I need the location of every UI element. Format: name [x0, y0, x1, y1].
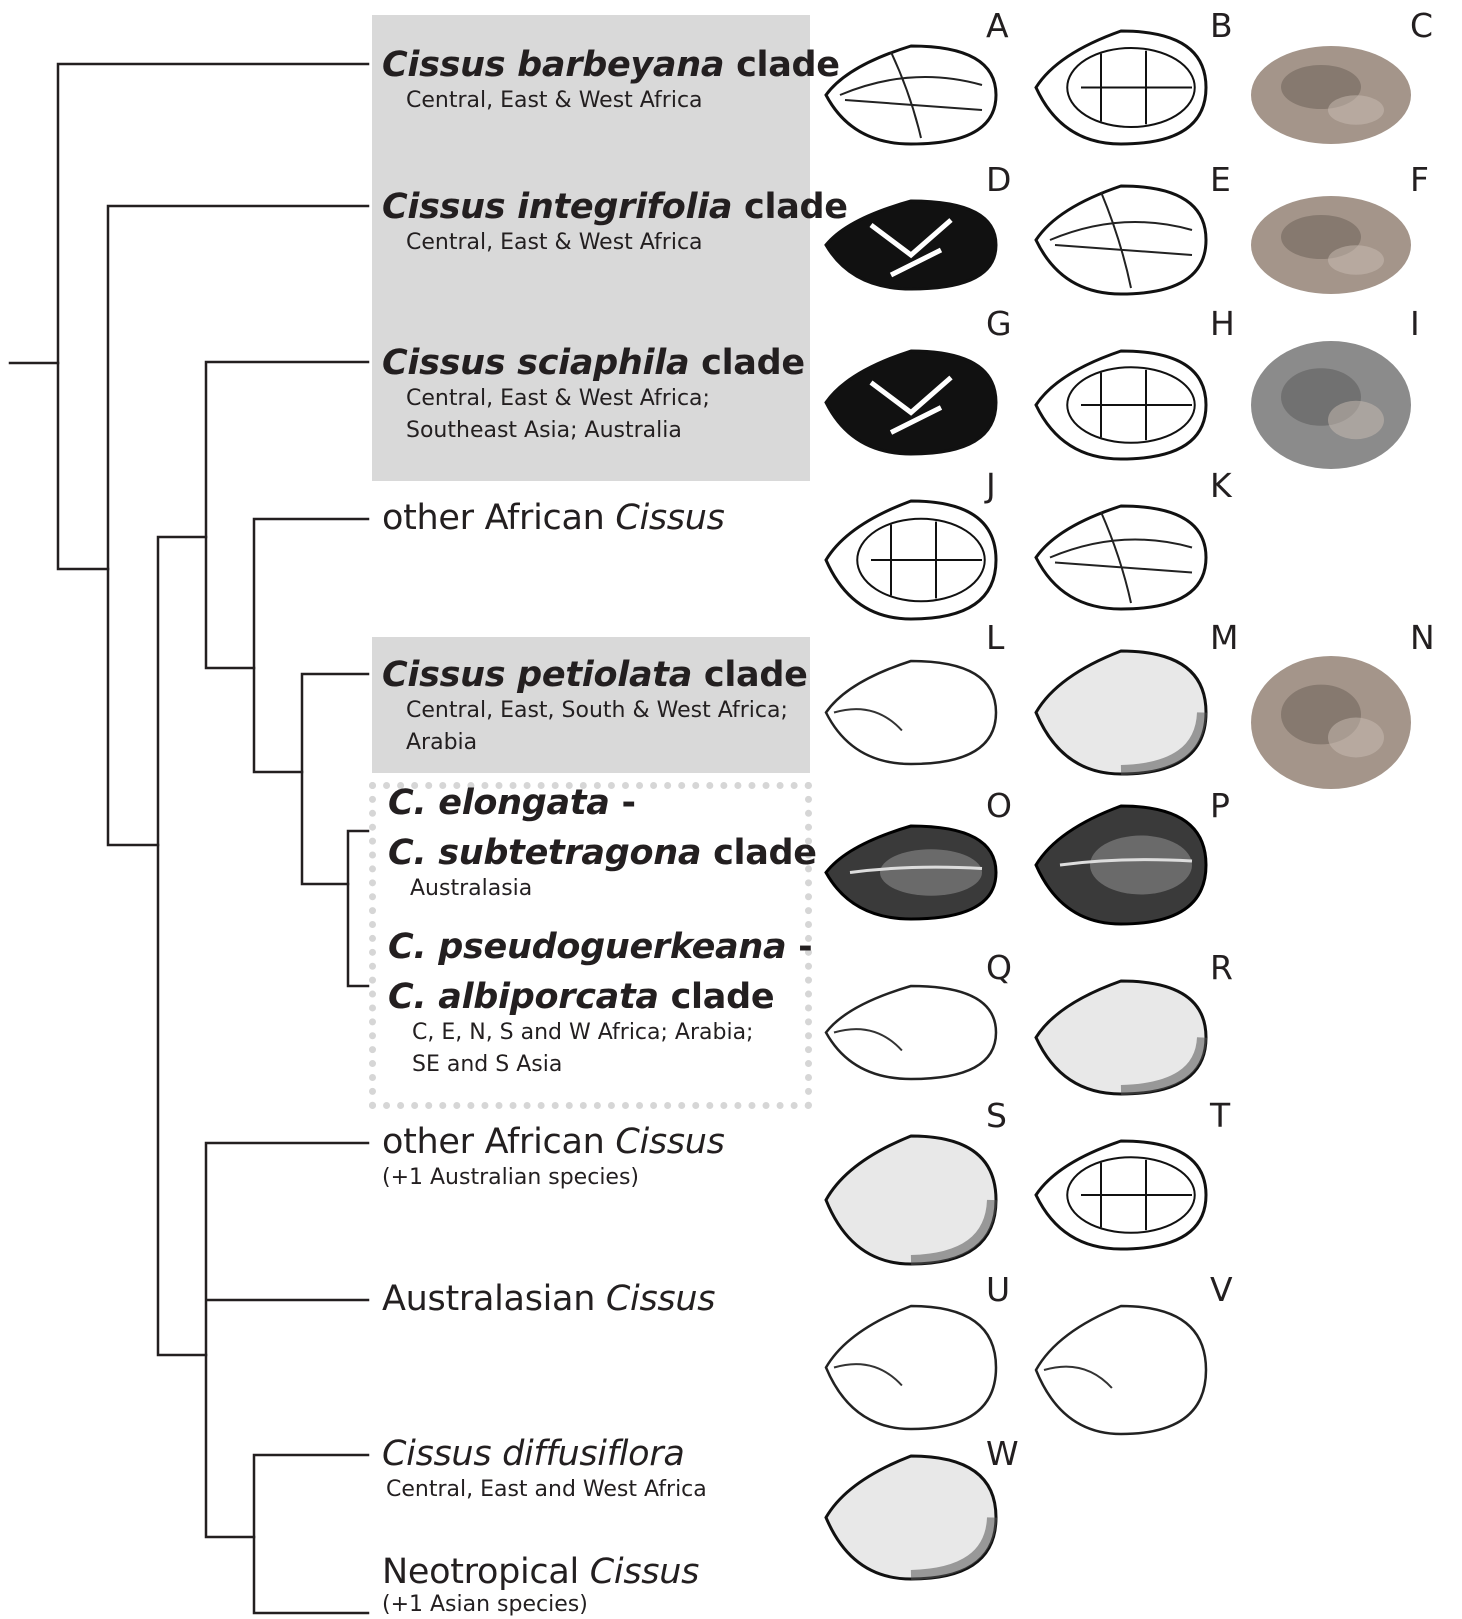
clade-label-sciaphila: Cissus sciaphila clade Central, East & W…: [382, 343, 805, 447]
tree-node-8: [206, 1143, 368, 1537]
tree-node-1: [58, 64, 368, 569]
panel-letter-c: C: [1410, 8, 1433, 44]
clade-label-diffusiflora: Cissus diffusiflora Central, East and We…: [382, 1434, 707, 1506]
clade-distribution: (+1 Australian species): [382, 1162, 725, 1194]
phylogenetic-tree: [0, 0, 380, 1619]
tree-node-9: [254, 1455, 368, 1613]
panel-letter-o: O: [986, 788, 1012, 824]
seed-illustration-j: [820, 495, 1002, 629]
clade-title: Cissus petiolata clade: [382, 655, 808, 695]
panel-letter-m: M: [1210, 620, 1238, 656]
seed-illustration-h: [1030, 345, 1212, 469]
seed-illustration-i: [1245, 335, 1417, 479]
seed-illustration-f: [1245, 190, 1417, 304]
clade-label-pseudoguerkeana-albiporcata: C. pseudoguerkeana - C. albiporcata clad…: [388, 927, 812, 1081]
seed-illustration-l: [820, 655, 1002, 774]
seed-illustration-n: [1245, 650, 1417, 799]
panel-letter-r: R: [1210, 950, 1233, 986]
clade-title: other African Cissus: [382, 1122, 725, 1162]
clade-title: Australasian Cissus: [382, 1279, 715, 1319]
clade-label-elongata-subtetragona: C. elongata - C. subtetragona clade Aust…: [388, 783, 817, 905]
clade-title: Cissus diffusiflora: [382, 1434, 707, 1474]
clade-label-barbeyana: Cissus barbeyana clade Central, East & W…: [382, 45, 840, 117]
seed-illustration-m: [1030, 645, 1212, 784]
tree-node-7: [348, 831, 368, 986]
seed-illustration-o: [820, 820, 1002, 929]
clade-title-line2: C. subtetragona clade: [388, 833, 817, 873]
clade-distribution: (+1 Asian species): [382, 1592, 699, 1618]
seed-illustration-g: [820, 345, 1002, 464]
tree-node-4: [206, 362, 368, 668]
seed-illustration-t: [1030, 1135, 1212, 1259]
panel-letter-p: P: [1210, 788, 1230, 824]
panel-letter-a: A: [986, 8, 1009, 44]
seed-illustration-q: [820, 980, 1002, 1089]
panel-letter-g: G: [986, 306, 1012, 342]
clade-distribution: Central, East and West Africa: [382, 1474, 707, 1506]
panel-letter-d: D: [986, 162, 1011, 198]
seed-illustration-a: [820, 40, 1002, 154]
clade-distribution: Australasia: [388, 873, 817, 905]
panel-letter-l: L: [986, 620, 1004, 656]
clade-title-line2: C. albiporcata clade: [388, 977, 812, 1017]
seed-illustration-e: [1030, 180, 1212, 304]
clade-label-australasian: Australasian Cissus: [382, 1279, 715, 1319]
clade-title-line1: C. elongata -: [388, 783, 817, 823]
seed-illustration-r: [1030, 975, 1212, 1104]
clade-label-petiolata: Cissus petiolata clade Central, East, So…: [382, 655, 808, 759]
seed-illustration-s: [820, 1130, 1002, 1274]
clade-title: Cissus sciaphila clade: [382, 343, 805, 383]
tree-node-3: [158, 537, 206, 1355]
clade-title: Cissus barbeyana clade: [382, 45, 840, 85]
clade-title: Neotropical Cissus: [382, 1552, 699, 1592]
panel-letter-s: S: [986, 1098, 1007, 1134]
panel-letter-v: V: [1210, 1272, 1233, 1308]
clade-label-neotropical: Neotropical Cissus (+1 Asian species): [382, 1552, 699, 1618]
clade-distribution: Central, East, South & West Africa; Arab…: [382, 695, 808, 759]
seed-illustration-d: [820, 195, 1002, 299]
seed-illustration-p: [1030, 800, 1212, 934]
clade-distribution: Central, East & West Africa; Southeast A…: [382, 383, 805, 447]
clade-label-integrifolia: Cissus integrifolia clade Central, East …: [382, 187, 848, 259]
clade-distribution: C, E, N, S and W Africa; Arabia; SE and …: [388, 1017, 812, 1081]
panel-letter-h: H: [1210, 306, 1235, 342]
tree-node-2: [108, 206, 368, 845]
panel-letter-e: E: [1210, 162, 1231, 198]
panel-letter-b: B: [1210, 8, 1233, 44]
clade-distribution: Central, East & West Africa: [382, 227, 848, 259]
seed-illustration-k: [1030, 500, 1212, 619]
clade-title-line1: C. pseudoguerkeana -: [388, 927, 812, 967]
seed-illustration-w: [820, 1450, 1002, 1589]
tree-node-6: [302, 674, 368, 884]
clade-distribution: Central, East & West Africa: [382, 85, 840, 117]
seed-illustration-u: [820, 1300, 1002, 1439]
clade-label-other-african-2: other African Cissus (+1 Australian spec…: [382, 1122, 725, 1194]
seed-illustration-v: [1030, 1300, 1212, 1444]
seed-illustration-c: [1245, 40, 1417, 154]
panel-letter-t: T: [1210, 1098, 1230, 1134]
clade-title: other African Cissus: [382, 498, 725, 538]
clade-label-other-african-1: other African Cissus: [382, 498, 725, 538]
panel-letter-k: K: [1210, 468, 1232, 504]
clade-title: Cissus integrifolia clade: [382, 187, 848, 227]
seed-illustration-b: [1030, 25, 1212, 154]
tree-node-5: [254, 519, 368, 772]
